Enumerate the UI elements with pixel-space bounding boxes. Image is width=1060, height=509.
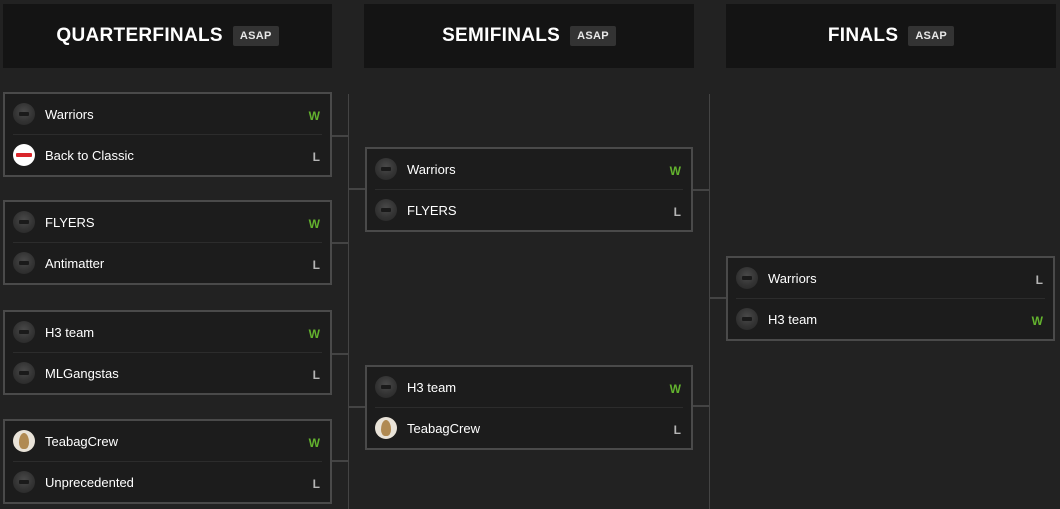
round-title: FINALS — [827, 25, 899, 46]
match-team-row[interactable]: Back to Classic L — [5, 135, 330, 175]
row-divider — [736, 298, 1045, 299]
bracket-connector — [692, 405, 709, 407]
match-final[interactable]: Warriors L H3 team W — [726, 256, 1055, 341]
match-quarterfinal-4[interactable]: TeabagCrew W Unprecedented L — [3, 419, 332, 504]
row-divider — [13, 461, 322, 462]
result-win-badge: W — [308, 217, 320, 231]
match-team-row[interactable]: TeabagCrew W — [5, 421, 330, 461]
result-win-badge: W — [669, 164, 681, 178]
row-divider — [375, 407, 683, 408]
column-divider — [709, 94, 710, 509]
result-loss-badge: L — [312, 258, 320, 272]
round-header-finals: FINALS ASAP — [726, 4, 1056, 68]
match-semifinal-1[interactable]: Warriors W FLYERS L — [365, 147, 693, 232]
result-win-badge: W — [308, 109, 320, 123]
match-team-row[interactable]: Warriors L — [728, 258, 1053, 298]
team-name[interactable]: FLYERS — [45, 214, 95, 230]
team-logo-icon — [375, 158, 397, 180]
team-name[interactable]: TeabagCrew — [45, 433, 118, 449]
team-name[interactable]: H3 team — [768, 311, 818, 327]
team-logo-icon — [13, 362, 35, 384]
result-loss-badge: L — [312, 477, 320, 491]
bracket-connector — [709, 297, 726, 299]
match-team-row[interactable]: MLGangstas L — [5, 353, 330, 393]
match-team-row[interactable]: Warriors W — [367, 149, 691, 189]
team-logo-icon — [13, 321, 35, 343]
row-divider — [13, 352, 322, 353]
team-name[interactable]: FLYERS — [407, 202, 457, 218]
team-name[interactable]: MLGangstas — [45, 365, 119, 381]
team-logo-icon — [13, 211, 35, 233]
match-team-row[interactable]: FLYERS L — [367, 190, 691, 230]
match-quarterfinal-3[interactable]: H3 team W MLGangstas L — [3, 310, 332, 395]
round-header-semifinals: SEMIFINALS ASAP — [364, 4, 694, 68]
round-title: SEMIFINALS — [442, 25, 561, 46]
bracket-connector — [348, 406, 365, 408]
bracket-connector — [692, 189, 709, 191]
row-divider — [13, 134, 322, 135]
team-name[interactable]: Unprecedented — [45, 474, 134, 490]
team-logo-icon — [13, 103, 35, 125]
team-name[interactable]: Warriors — [407, 161, 456, 177]
result-loss-badge: L — [673, 205, 681, 219]
match-team-row[interactable]: TeabagCrew L — [367, 408, 691, 448]
result-loss-badge: L — [312, 368, 320, 382]
round-title: QUARTERFINALS — [56, 25, 223, 46]
team-name[interactable]: Warriors — [45, 106, 94, 122]
match-team-row[interactable]: H3 team W — [728, 299, 1053, 339]
match-team-row[interactable]: Antimatter L — [5, 243, 330, 283]
team-logo-icon — [13, 471, 35, 493]
result-loss-badge: L — [312, 150, 320, 164]
team-logo-icon — [375, 376, 397, 398]
match-quarterfinal-1[interactable]: Warriors W Back to Classic L — [3, 92, 332, 177]
result-win-badge: W — [669, 382, 681, 396]
teabag-logo-icon — [13, 430, 35, 452]
result-win-badge: W — [1031, 314, 1043, 328]
match-quarterfinal-2[interactable]: FLYERS W Antimatter L — [3, 200, 332, 285]
team-name[interactable]: H3 team — [45, 324, 95, 340]
team-logo-icon — [375, 199, 397, 221]
row-divider — [375, 189, 683, 190]
bracket-connector — [331, 242, 348, 244]
bracket-connector — [331, 135, 348, 137]
bracket-connector — [331, 460, 348, 462]
match-team-row[interactable]: H3 team W — [5, 312, 330, 352]
match-team-row[interactable]: FLYERS W — [5, 202, 330, 242]
team-logo-icon — [13, 252, 35, 274]
result-win-badge: W — [308, 327, 320, 341]
team-logo-icon — [736, 308, 758, 330]
result-loss-badge: L — [1035, 273, 1043, 287]
match-team-row[interactable]: Unprecedented L — [5, 462, 330, 502]
back-to-classic-logo-icon — [13, 144, 35, 166]
result-win-badge: W — [308, 436, 320, 450]
round-schedule-badge: ASAP — [232, 26, 279, 46]
match-team-row[interactable]: H3 team W — [367, 367, 691, 407]
round-header-quarterfinals: QUARTERFINALS ASAP — [3, 4, 332, 68]
round-schedule-badge: ASAP — [570, 26, 616, 46]
team-name[interactable]: H3 team — [407, 379, 457, 395]
teabag-logo-icon — [375, 417, 397, 439]
result-loss-badge: L — [673, 423, 681, 437]
team-name[interactable]: Antimatter — [45, 255, 105, 271]
team-name[interactable]: Warriors — [768, 270, 817, 286]
match-team-row[interactable]: Warriors W — [5, 94, 330, 134]
round-schedule-badge: ASAP — [908, 26, 955, 46]
match-semifinal-2[interactable]: H3 team W TeabagCrew L — [365, 365, 693, 450]
column-divider — [348, 94, 349, 509]
team-name[interactable]: TeabagCrew — [407, 420, 480, 436]
bracket-connector — [331, 353, 348, 355]
team-name[interactable]: Back to Classic — [45, 147, 134, 163]
bracket-connector — [348, 188, 365, 190]
team-logo-icon — [736, 267, 758, 289]
row-divider — [13, 242, 322, 243]
